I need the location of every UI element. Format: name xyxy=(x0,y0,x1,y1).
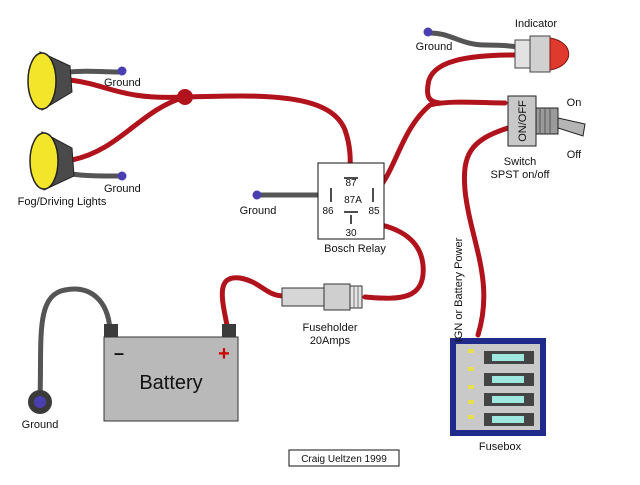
fog-light-top xyxy=(27,51,73,111)
label-indicator: Indicator xyxy=(515,18,558,30)
fuse-4 xyxy=(484,413,534,426)
ground-terminal-indicator xyxy=(423,27,433,37)
fusebox xyxy=(450,338,546,436)
label-ground-lamp-bottom: Ground xyxy=(104,183,141,195)
label-fusebox: Fusebox xyxy=(479,441,522,453)
label-pin-87: 87 xyxy=(345,178,357,189)
ground-terminal-lamp-top xyxy=(117,66,127,76)
relay xyxy=(317,162,385,240)
label-ground-relay: Ground xyxy=(240,205,277,217)
label-pin-85: 85 xyxy=(368,206,380,217)
label-relay-name: Bosch Relay xyxy=(324,243,386,255)
battery-plus-sign: + xyxy=(218,343,230,365)
wire-battery-to-fuseholder xyxy=(219,275,288,333)
ground-wire-indicator xyxy=(425,30,521,50)
label-pin-30: 30 xyxy=(345,228,357,239)
fuse-2 xyxy=(484,373,534,386)
label-fuseholder: Fuseholder xyxy=(302,322,357,334)
label-credit: Craig Ueltzen 1999 xyxy=(301,454,387,465)
label-pin-87a: 87A xyxy=(344,195,362,206)
wire-indicator-branch xyxy=(425,52,518,106)
battery xyxy=(103,324,239,422)
label-ground-battery: Ground xyxy=(22,419,59,431)
fuse-1 xyxy=(484,351,534,364)
fog-light-bottom xyxy=(29,131,75,191)
label-pin-86: 86 xyxy=(322,206,334,217)
ground-wire-lamp-bottom xyxy=(69,171,123,179)
label-ign-power: IGN or Battery Power xyxy=(453,237,465,342)
wire-lamp-top xyxy=(67,77,188,100)
fuse-3 xyxy=(484,393,534,406)
ground-terminal-lamp-bottom xyxy=(117,171,127,181)
label-ground-lamp-top: Ground xyxy=(104,77,141,89)
wire-switch-to-fusebox xyxy=(461,125,511,338)
battery-minus-sign: – xyxy=(114,343,124,363)
label-ground-indicator: Ground xyxy=(416,41,453,53)
wire-junction-dot xyxy=(177,89,193,105)
label-switch-type: SPST on/off xyxy=(491,169,551,181)
fuseholder xyxy=(281,283,363,311)
ground-wires xyxy=(37,30,521,401)
label-on: On xyxy=(567,97,582,109)
label-off: Off xyxy=(567,149,582,161)
label-fuseholder-rating: 20Amps xyxy=(310,335,351,347)
ground-wire-lamp-top xyxy=(67,68,123,75)
label-battery: Battery xyxy=(139,372,202,394)
label-switch: Switch xyxy=(504,156,536,168)
label-switch-face: ON/OFF xyxy=(517,100,529,142)
ground-terminal-relay xyxy=(252,190,262,200)
credit-box xyxy=(288,449,400,467)
wire-lamp-bottom xyxy=(69,94,188,163)
ground-wire-battery xyxy=(37,286,113,401)
switch xyxy=(507,95,586,147)
wire-junction-to-87 xyxy=(182,93,353,181)
label-fog-lights: Fog/Driving Lights xyxy=(18,196,107,208)
ground-terminal-battery xyxy=(28,390,52,414)
indicator-lamp xyxy=(514,35,570,73)
wire-85-to-switch xyxy=(371,99,508,196)
